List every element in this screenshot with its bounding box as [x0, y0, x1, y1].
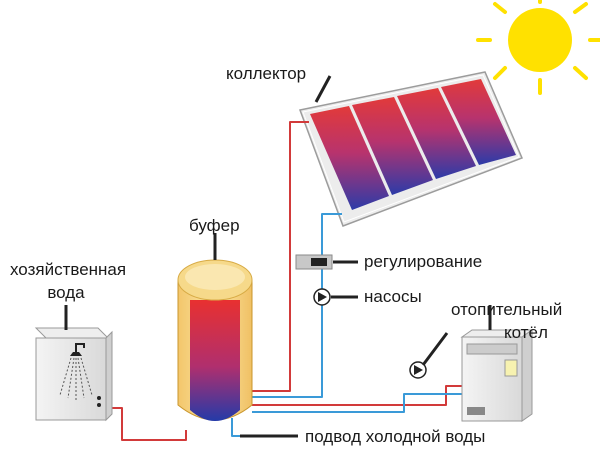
heating-boiler	[460, 329, 534, 422]
cold-water-supply-label: подвод холодной воды	[305, 427, 485, 446]
boiler-label-line1: отопительный	[451, 300, 562, 319]
collector-cell	[310, 106, 389, 210]
shower-icon	[59, 343, 93, 400]
boiler-label-line2: котёл	[504, 323, 548, 342]
hot-pipe-domestic-water	[104, 407, 187, 441]
domestic-water-cabinet	[34, 327, 113, 422]
buffer-label: буфер	[189, 216, 240, 235]
collector-label: коллектор	[226, 64, 306, 83]
cold-water-supply-pipe	[231, 418, 295, 437]
boiler-pump-icon	[409, 361, 427, 379]
collector-pump-icon	[313, 288, 331, 306]
solar-collector	[298, 71, 523, 227]
cold-pipe-boiler-buffer	[252, 393, 462, 413]
regulation-label: регулирование	[364, 252, 482, 271]
cold-pipe-collector-buffer	[252, 213, 342, 398]
pumps-label: насосы	[364, 287, 422, 306]
buffer-tank	[177, 259, 253, 421]
domestic-water-label-line1: хозяйственная	[10, 260, 126, 279]
domestic-water-label-line2: вода	[47, 283, 85, 302]
hot-pipe-collector-buffer	[252, 121, 309, 392]
collector-cell	[352, 97, 433, 195]
collector-cell	[441, 79, 516, 165]
collector-cell	[397, 88, 476, 179]
controller-unit	[295, 254, 333, 270]
hot-pipe-boiler-buffer	[252, 385, 462, 406]
sun-icon	[476, 0, 600, 95]
